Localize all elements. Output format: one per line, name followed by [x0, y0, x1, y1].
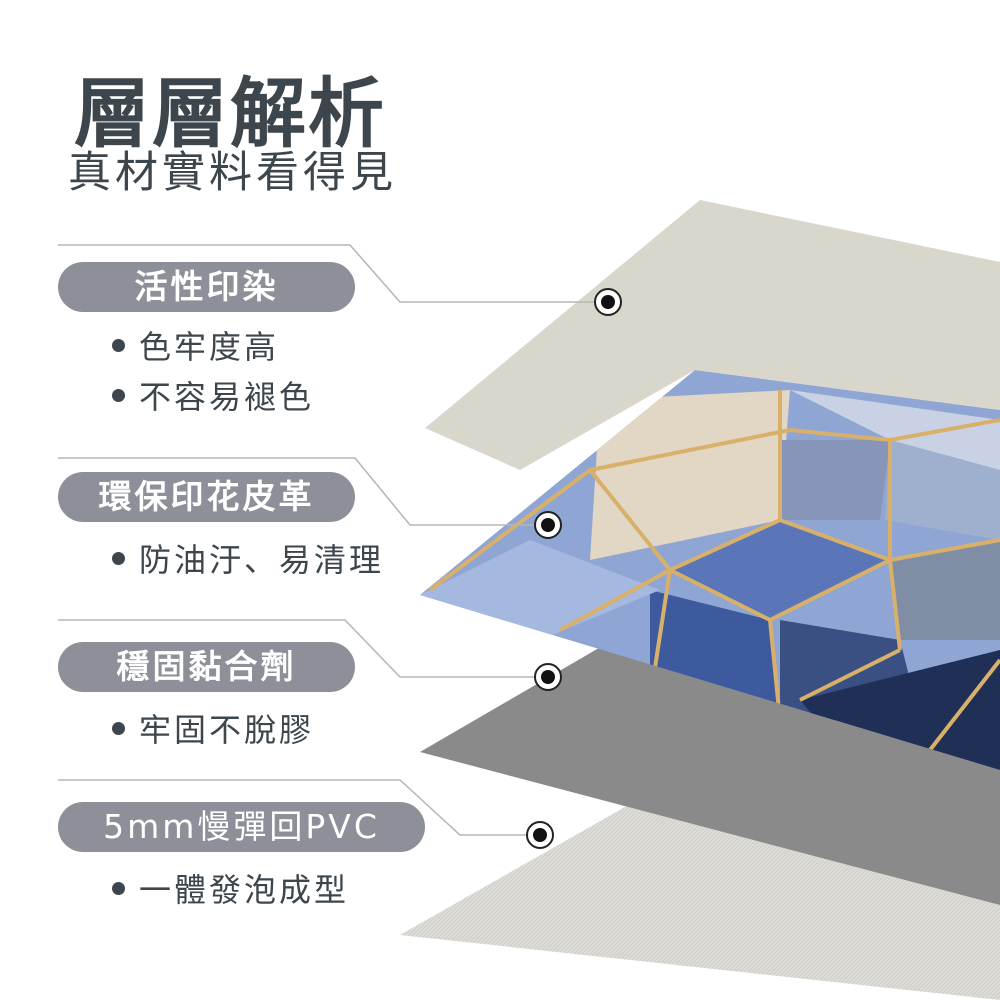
layer-label-pvc: 5mm慢彈回PVC [58, 802, 425, 852]
bullet-item: 一體發泡成型 [112, 865, 349, 911]
bullet-item: 牢固不脫膠 [112, 705, 314, 751]
layer-label-adhesive: 穩固黏合劑 [58, 642, 355, 692]
page-title: 層層解析 [74, 69, 386, 158]
layer-label-dye: 活性印染 [58, 262, 355, 312]
bullet-item: 防油汙、易清理 [112, 535, 384, 581]
bullet-dot-icon [112, 551, 125, 565]
leader-lines [58, 244, 605, 836]
bullet-dot-icon [112, 881, 125, 895]
bullet-item: 色牢度高 [112, 322, 279, 368]
marker-dots [526, 288, 622, 849]
bullet-dot-icon [112, 388, 125, 402]
bullet-item: 不容易褪色 [112, 372, 314, 418]
bullet-dot-icon [112, 338, 125, 352]
bullet-dot-icon [112, 721, 125, 735]
page-subtitle: 真材實料看得見 [68, 148, 397, 198]
layer-label-leather: 環保印花皮革 [58, 472, 355, 522]
dyed-top-layer [425, 200, 1000, 470]
